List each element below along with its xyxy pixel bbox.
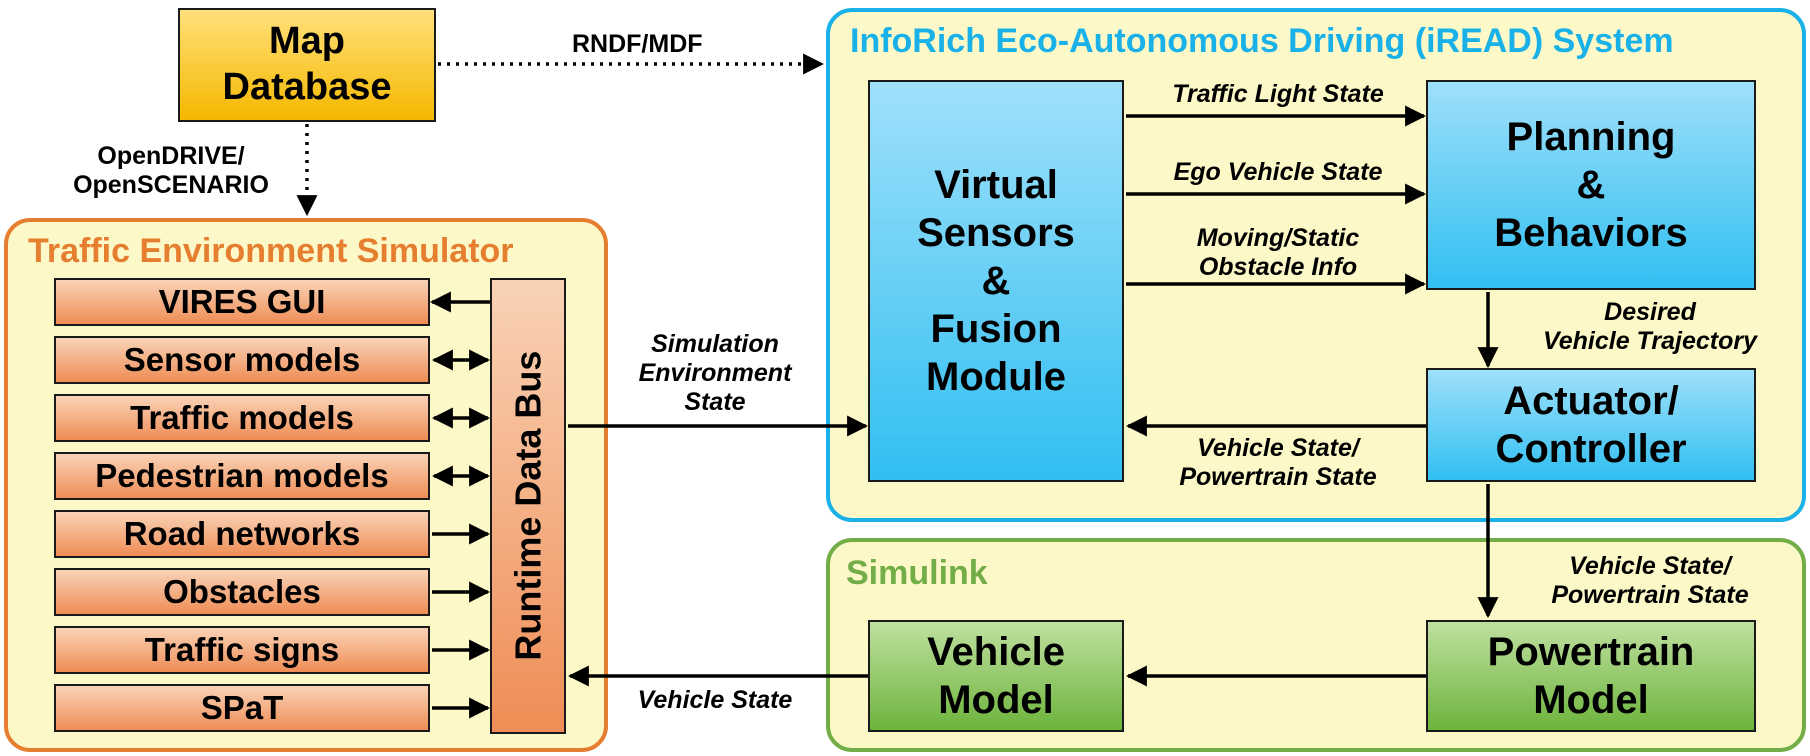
powertrain-model-block[interactable]: Powertrain Model	[1426, 620, 1756, 732]
label-rndf-mdf: RNDF/MDF	[572, 30, 703, 58]
simulink-title: Simulink	[846, 554, 988, 592]
item-sensor-models[interactable]: Sensor models	[54, 336, 430, 384]
actuator-line1: Actuator/	[1503, 379, 1679, 423]
planning-line2: &	[1576, 163, 1606, 207]
label-ego-vehicle-state: Ego Vehicle State	[1173, 158, 1383, 186]
label-feedback-state: Vehicle State/Powertrain State	[1179, 434, 1377, 491]
item-traffic-signs[interactable]: Traffic signs	[54, 626, 430, 674]
powertrain-model-line1: Powertrain	[1487, 630, 1695, 674]
item-road-networks[interactable]: Road networks	[54, 510, 430, 558]
item-vires-gui[interactable]: VIRES GUI	[54, 278, 430, 326]
label-opendrive: OpenDRIVE/OpenSCENARIO	[73, 142, 269, 199]
label-traffic-light-state: Traffic Light State	[1172, 80, 1384, 108]
sensors-line4: Fusion	[930, 307, 1062, 351]
item-traffic-models[interactable]: Traffic models	[54, 394, 430, 442]
powertrain-model-line2: Model	[1533, 678, 1649, 722]
map-database-label-line1: Map	[268, 20, 345, 63]
sensors-line1: Virtual	[934, 163, 1058, 207]
vehicle-model-line1: Vehicle	[927, 630, 1065, 674]
item-pedestrian-models[interactable]: Pedestrian models	[54, 452, 430, 500]
planning-line1: Planning	[1506, 115, 1676, 159]
item-spat[interactable]: SPaT	[54, 684, 430, 732]
virtual-sensors-fusion-module[interactable]: Virtual Sensors & Fusion Module	[868, 80, 1124, 482]
actuator-controller-block[interactable]: Actuator/ Controller	[1426, 368, 1756, 482]
runtime-data-bus[interactable]: Runtime Data Bus	[490, 278, 566, 734]
planning-behaviors-block[interactable]: Planning & Behaviors	[1426, 80, 1756, 290]
sensors-line2: Sensors	[917, 211, 1075, 255]
actuator-line2: Controller	[1495, 427, 1687, 471]
sensors-line5: Module	[926, 355, 1066, 399]
planning-line3: Behaviors	[1494, 211, 1688, 255]
vehicle-model-line2: Model	[938, 678, 1054, 722]
label-vehicle-state: Vehicle State	[637, 686, 793, 714]
sensors-line3: &	[981, 259, 1011, 303]
label-to-powertrain-state: Vehicle State/Powertrain State	[1551, 552, 1749, 609]
map-database-label-line2: Database	[222, 66, 392, 108]
item-obstacles[interactable]: Obstacles	[54, 568, 430, 616]
vehicle-model-block[interactable]: Vehicle Model	[868, 620, 1124, 732]
traffic-environment-simulator-title: Traffic Environment Simulator	[28, 232, 514, 270]
iread-system-title: InfoRich Eco-Autonomous Driving (iREAD) …	[850, 22, 1674, 60]
